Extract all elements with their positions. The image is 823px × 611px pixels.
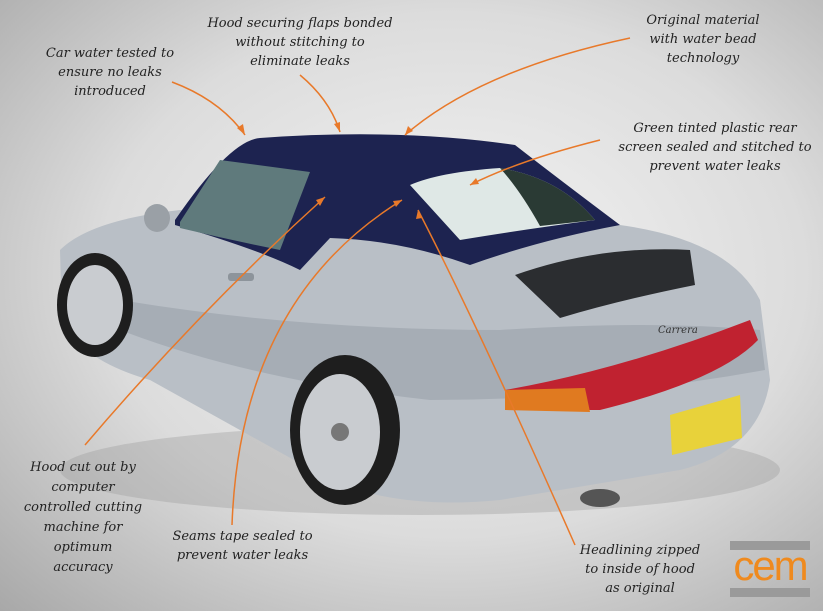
- note-rear-screen: Green tinted plastic rear screen sealed …: [610, 119, 820, 176]
- note-seams: Seams tape sealed to prevent water leaks: [165, 527, 320, 565]
- note-flaps: Hood securing flaps bonded without stitc…: [200, 14, 400, 71]
- note-line: ensure no leaks: [58, 65, 162, 80]
- car-badge: Carrera: [658, 325, 698, 336]
- note-headlining: Headlining zipped to inside of hood as o…: [570, 541, 710, 598]
- note-line: eliminate leaks: [250, 54, 350, 69]
- number-plate: [670, 395, 742, 455]
- note-line: without stitching to: [235, 35, 365, 50]
- note-material: Original material with water bead techno…: [630, 11, 776, 68]
- note-line: Hood cut out by: [30, 460, 136, 475]
- note-line: Headlining zipped: [579, 543, 701, 558]
- side-window: [180, 160, 310, 250]
- mirror: [144, 204, 170, 232]
- cem-logo: cem: [730, 541, 810, 597]
- note-line: Hood securing flaps bonded: [207, 16, 393, 31]
- note-line: to inside of hood: [585, 562, 695, 577]
- note-line: Original material: [646, 13, 760, 28]
- tail-light: [505, 320, 758, 410]
- note-line: prevent water leaks: [176, 548, 309, 563]
- note-line: optimum: [53, 540, 113, 555]
- logo-bar-top: [730, 541, 810, 550]
- note-line: Car water tested to: [45, 46, 175, 61]
- note-line: Green tinted plastic rear: [633, 121, 797, 136]
- note-line: machine for: [43, 520, 123, 535]
- note-line: screen sealed and stitched to: [618, 140, 812, 155]
- note-water-test: Car water tested to ensure no leaks intr…: [40, 44, 180, 101]
- note-line: prevent water leaks: [649, 159, 781, 174]
- note-line: introduced: [74, 84, 146, 99]
- note-line: controlled cutting: [23, 500, 143, 515]
- note-line: computer: [51, 480, 115, 495]
- note-line: technology: [666, 51, 740, 66]
- note-line: Seams tape sealed to: [172, 529, 313, 544]
- note-line: as original: [605, 581, 675, 596]
- logo-bar-bottom: [730, 588, 810, 597]
- note-cut-out: Hood cut out by computer controlled cutt…: [18, 458, 148, 578]
- arrow-heads: [237, 122, 479, 219]
- note-line: accuracy: [53, 560, 113, 575]
- logo-text: cem: [733, 542, 808, 589]
- note-line: with water bead: [649, 32, 757, 47]
- engine-grille: [515, 249, 695, 318]
